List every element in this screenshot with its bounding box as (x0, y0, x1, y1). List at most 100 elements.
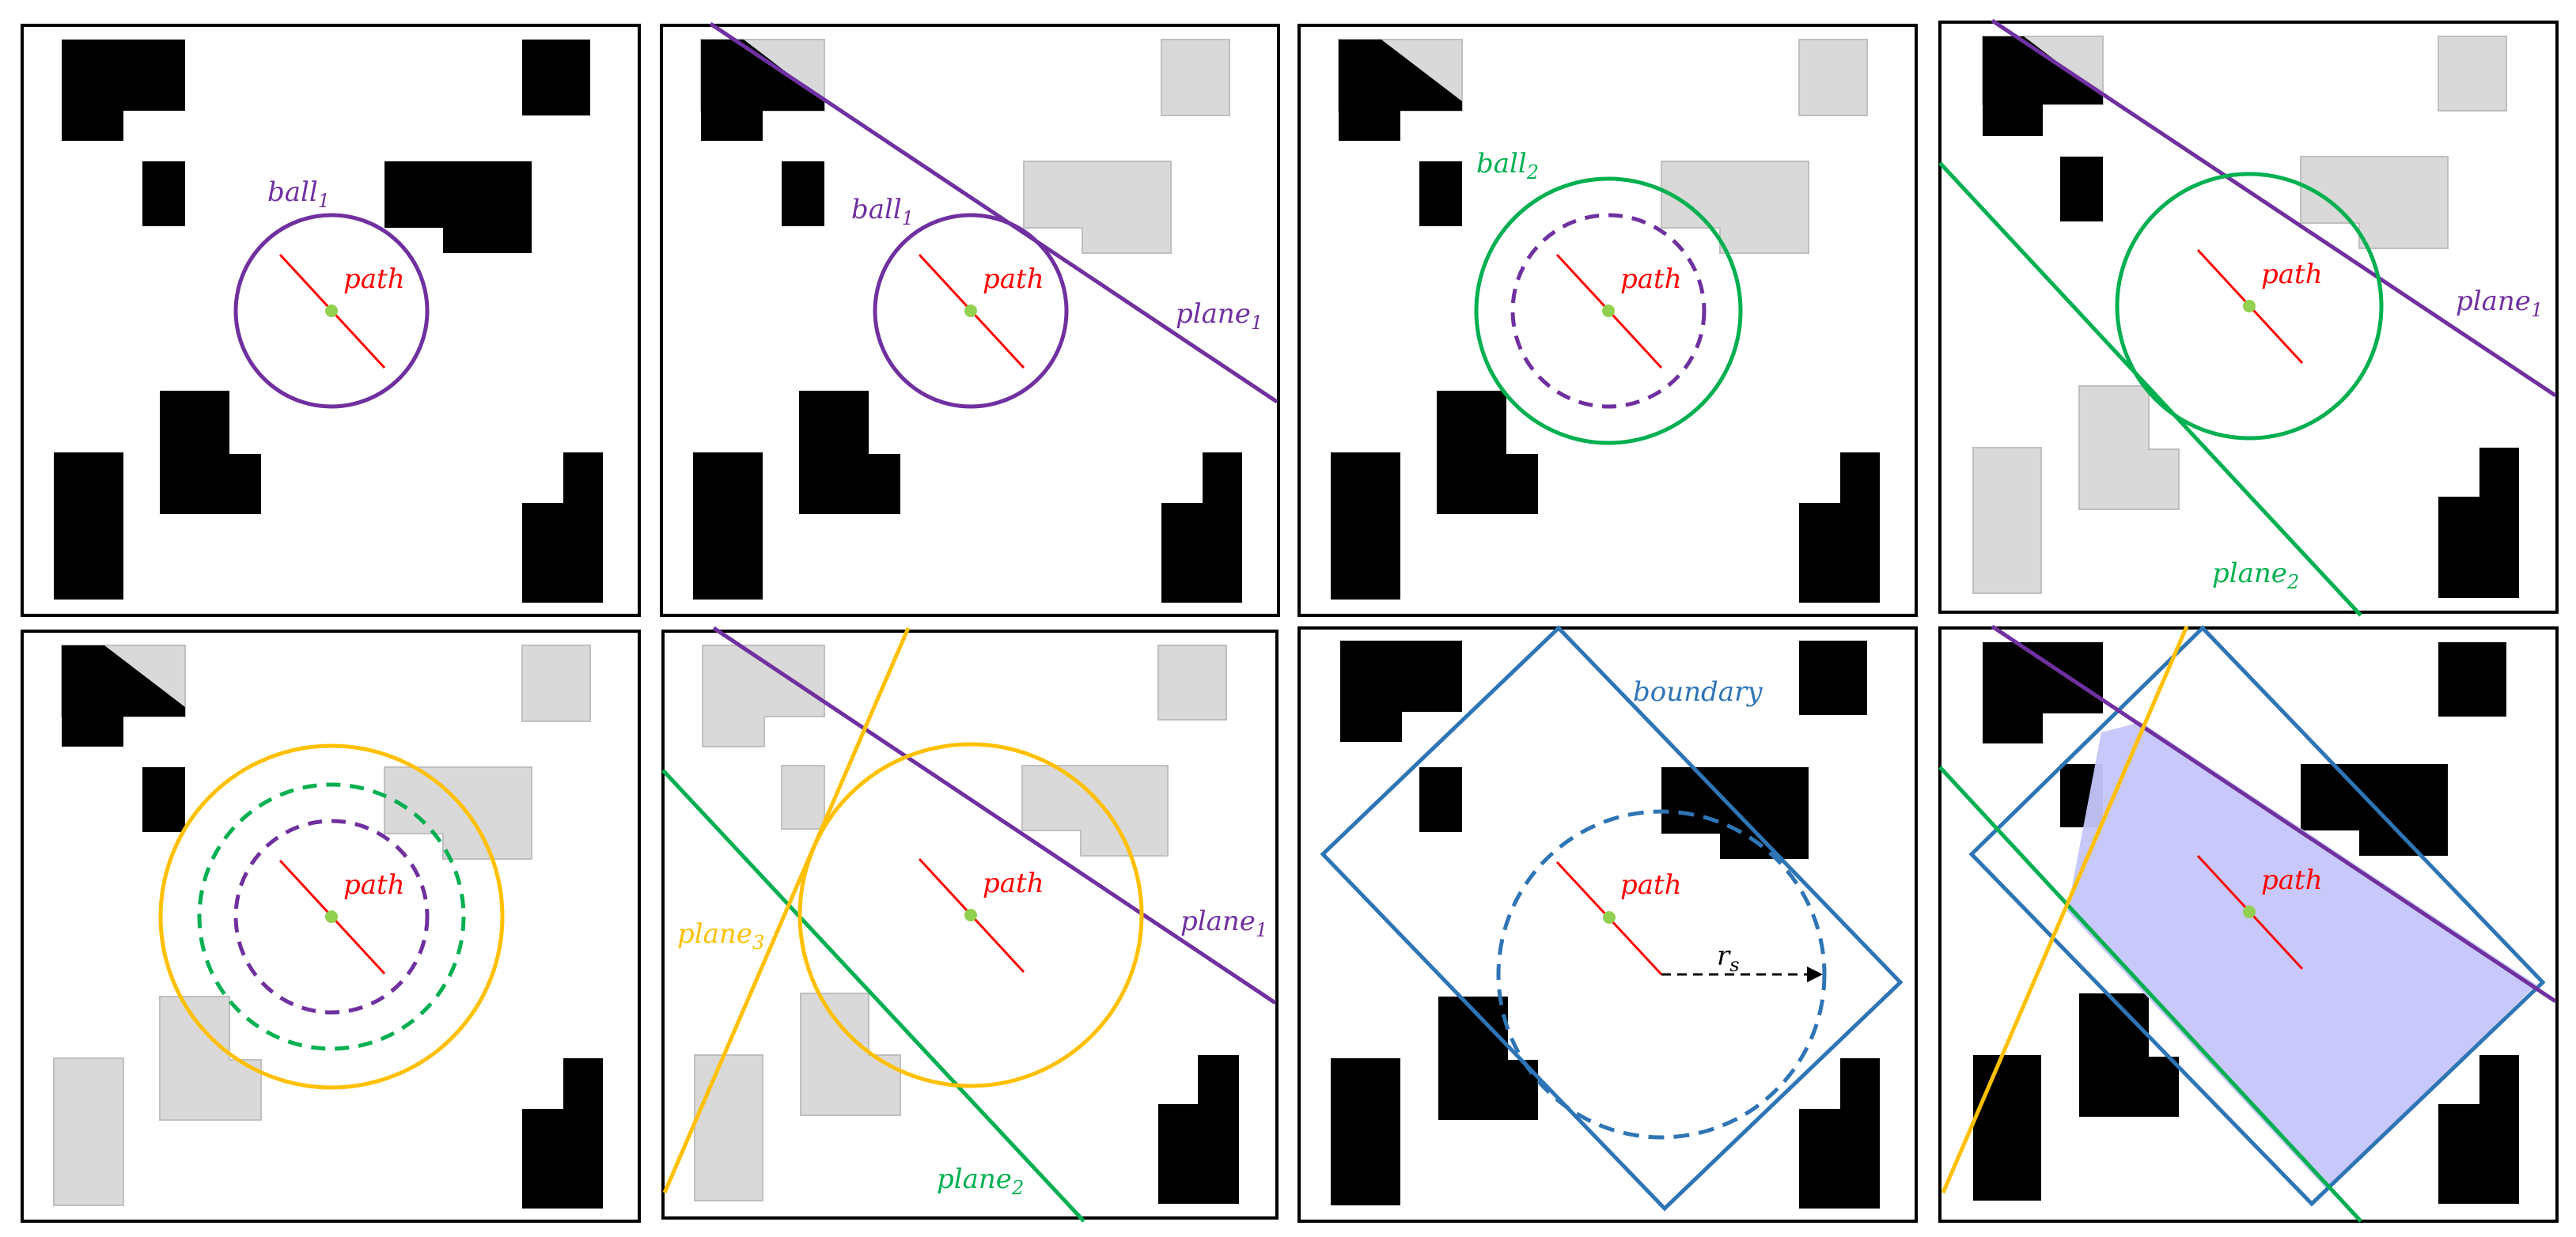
ball-1-dashed-circle (233, 819, 430, 1015)
path-label: path (983, 263, 1044, 295)
path-midpoint (1602, 305, 1615, 317)
plane-1-line (712, 626, 1277, 1005)
path-label: path (1620, 869, 1682, 901)
plane-1-line (1991, 624, 2557, 1004)
obstacle (1983, 36, 2103, 136)
obstacle-cleared (521, 645, 591, 722)
plane-1-label: plane1 (1180, 906, 1267, 941)
path-label: path (1620, 263, 1682, 295)
obstacle (142, 767, 185, 832)
sensing-radius-circle (1496, 809, 1827, 1140)
plane-1-label: plane1 (1176, 298, 1263, 334)
path-midpoint (964, 909, 977, 921)
obstacle (1799, 1058, 1880, 1209)
plane-2-label: plane2 (2212, 558, 2299, 593)
boundary-rectangle (1968, 625, 2546, 1207)
obstacle-cleared (2300, 156, 2449, 249)
plane-3-label: plane3 (677, 918, 764, 954)
obstacle (1340, 641, 1462, 742)
obstacle (2438, 448, 2519, 598)
obstacle (782, 161, 824, 226)
obstacle (1331, 452, 1400, 600)
obstacle (1983, 642, 2103, 743)
ball-3-circle (158, 743, 505, 1090)
ball-1-dashed-circle (1510, 213, 1707, 409)
obstacle (142, 161, 185, 226)
plane-1-line (709, 21, 1279, 404)
obstacle-cleared (384, 766, 532, 860)
plane-3-line (1941, 626, 2189, 1193)
obstacle-cleared (1661, 161, 1809, 254)
obstacle (54, 452, 123, 600)
obstacle (1438, 997, 1538, 1120)
plane-2-line (1938, 766, 2362, 1223)
path-label: path (2261, 864, 2323, 896)
obstacle-cleared (694, 1054, 763, 1201)
obstacle (2079, 993, 2179, 1117)
panel-5: path (21, 630, 641, 1223)
panel-3: path ball2 (1297, 24, 1918, 617)
ball-2-circle (1474, 176, 1743, 445)
obstacle (522, 40, 590, 115)
ball-1-label: ball1 (267, 176, 330, 212)
obstacle (62, 645, 185, 747)
obstacle (1437, 391, 1538, 514)
obstacle (1419, 161, 1462, 226)
boundary-label: boundary (1633, 676, 1763, 708)
radius-arrowhead (1807, 967, 1823, 982)
obstacle (1161, 452, 1242, 603)
obstacle-cleared (1798, 39, 1868, 116)
boundary-rectangle (1320, 625, 1904, 1212)
obstacle-cleared (1021, 765, 1169, 857)
ball-1-circle (873, 213, 1069, 409)
ball-2-circle (2115, 172, 2384, 441)
obstacle-cleared (781, 765, 825, 830)
obstacle (2438, 1055, 2519, 1204)
obstacle (1419, 767, 1462, 832)
obstacle (2060, 157, 2103, 221)
obstacle (522, 452, 603, 603)
obstacle (701, 40, 824, 141)
panel-7: path boundary rs (1297, 625, 1918, 1223)
ball-1-label: ball1 (851, 194, 914, 229)
path-label: path (983, 868, 1044, 899)
plane-2-label: plane2 (937, 1163, 1024, 1199)
obstacle-cleared (1161, 39, 1230, 116)
path-midpoint (2243, 300, 2256, 312)
path-midpoint (964, 305, 977, 317)
panel-1: path ball1 (21, 24, 641, 617)
obstacle (693, 452, 763, 600)
panel-4: path plane1 plane2 (1938, 18, 2559, 617)
path-label: path (343, 869, 405, 901)
plane-2-line (661, 769, 1085, 1223)
path-midpoint (325, 305, 338, 317)
panel-2: path ball1 plane1 (660, 21, 1280, 617)
obstacle-cleared (702, 645, 825, 747)
obstacle (1339, 40, 1462, 141)
ball-1-circle (233, 213, 430, 409)
obstacle-cleared (1157, 645, 1227, 721)
plane-1-label: plane1 (2456, 286, 2543, 321)
obstacle (2301, 764, 2448, 856)
obstacle (1799, 641, 1867, 715)
path-midpoint (1603, 911, 1616, 924)
obstacle (385, 161, 532, 253)
obstacle (1158, 1055, 1239, 1204)
path-midpoint (2243, 906, 2256, 918)
obstacle-cleared (53, 1057, 124, 1206)
plane-1-line (1991, 18, 2557, 398)
path-midpoint (325, 910, 338, 923)
obstacle-cleared (159, 996, 262, 1121)
obstacle (1799, 452, 1880, 603)
plane-3-line (662, 627, 911, 1193)
ball-2-label: ball2 (1476, 148, 1539, 183)
path-label: path (2261, 259, 2323, 290)
obstacle (1331, 1058, 1400, 1205)
ball-2-dashed-circle (197, 782, 466, 1051)
panel-8: path (1938, 624, 2559, 1223)
obstacle-cleared (2438, 36, 2507, 112)
safe-region (2067, 722, 2536, 1190)
obstacle-cleared (1972, 447, 2042, 594)
path-label: path (343, 263, 405, 295)
